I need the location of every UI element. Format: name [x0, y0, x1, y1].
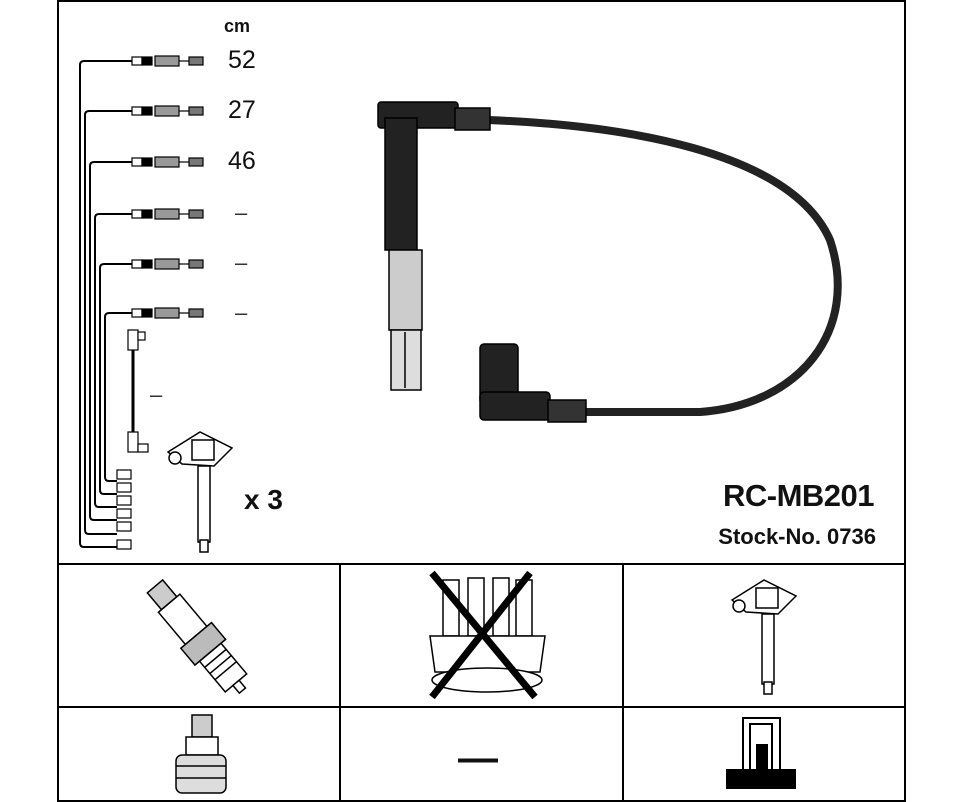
lead-length-5: –	[235, 250, 248, 275]
ignition-lead-icon	[377, 101, 842, 423]
ignition-coil-icon	[166, 431, 234, 553]
lead-length-4: –	[235, 200, 248, 225]
lead-set-icon	[79, 55, 204, 550]
divider	[57, 706, 904, 708]
lead-length-6: –	[235, 300, 248, 325]
coil-lead-length: –	[150, 382, 163, 407]
length-unit: cm	[224, 16, 251, 36]
part-number: RC-MB201	[722, 478, 875, 513]
divider	[622, 563, 624, 800]
lead-length-1: 52	[228, 46, 256, 74]
spark-plug-boot-icon	[175, 714, 227, 794]
spark-plug-icon	[146, 578, 248, 695]
ignition-coil-icon	[730, 579, 798, 695]
cap-lead-dash: —	[458, 736, 498, 780]
coil-boot-icon	[726, 717, 796, 789]
lead-length-2: 27	[228, 96, 256, 124]
coil-quantity: x 3	[244, 484, 283, 515]
distributor-cap-icon	[429, 570, 546, 700]
divider	[57, 563, 904, 565]
stock-number: Stock-No. 0736	[718, 524, 876, 549]
divider	[339, 563, 341, 800]
lead-length-3: 46	[228, 147, 256, 175]
